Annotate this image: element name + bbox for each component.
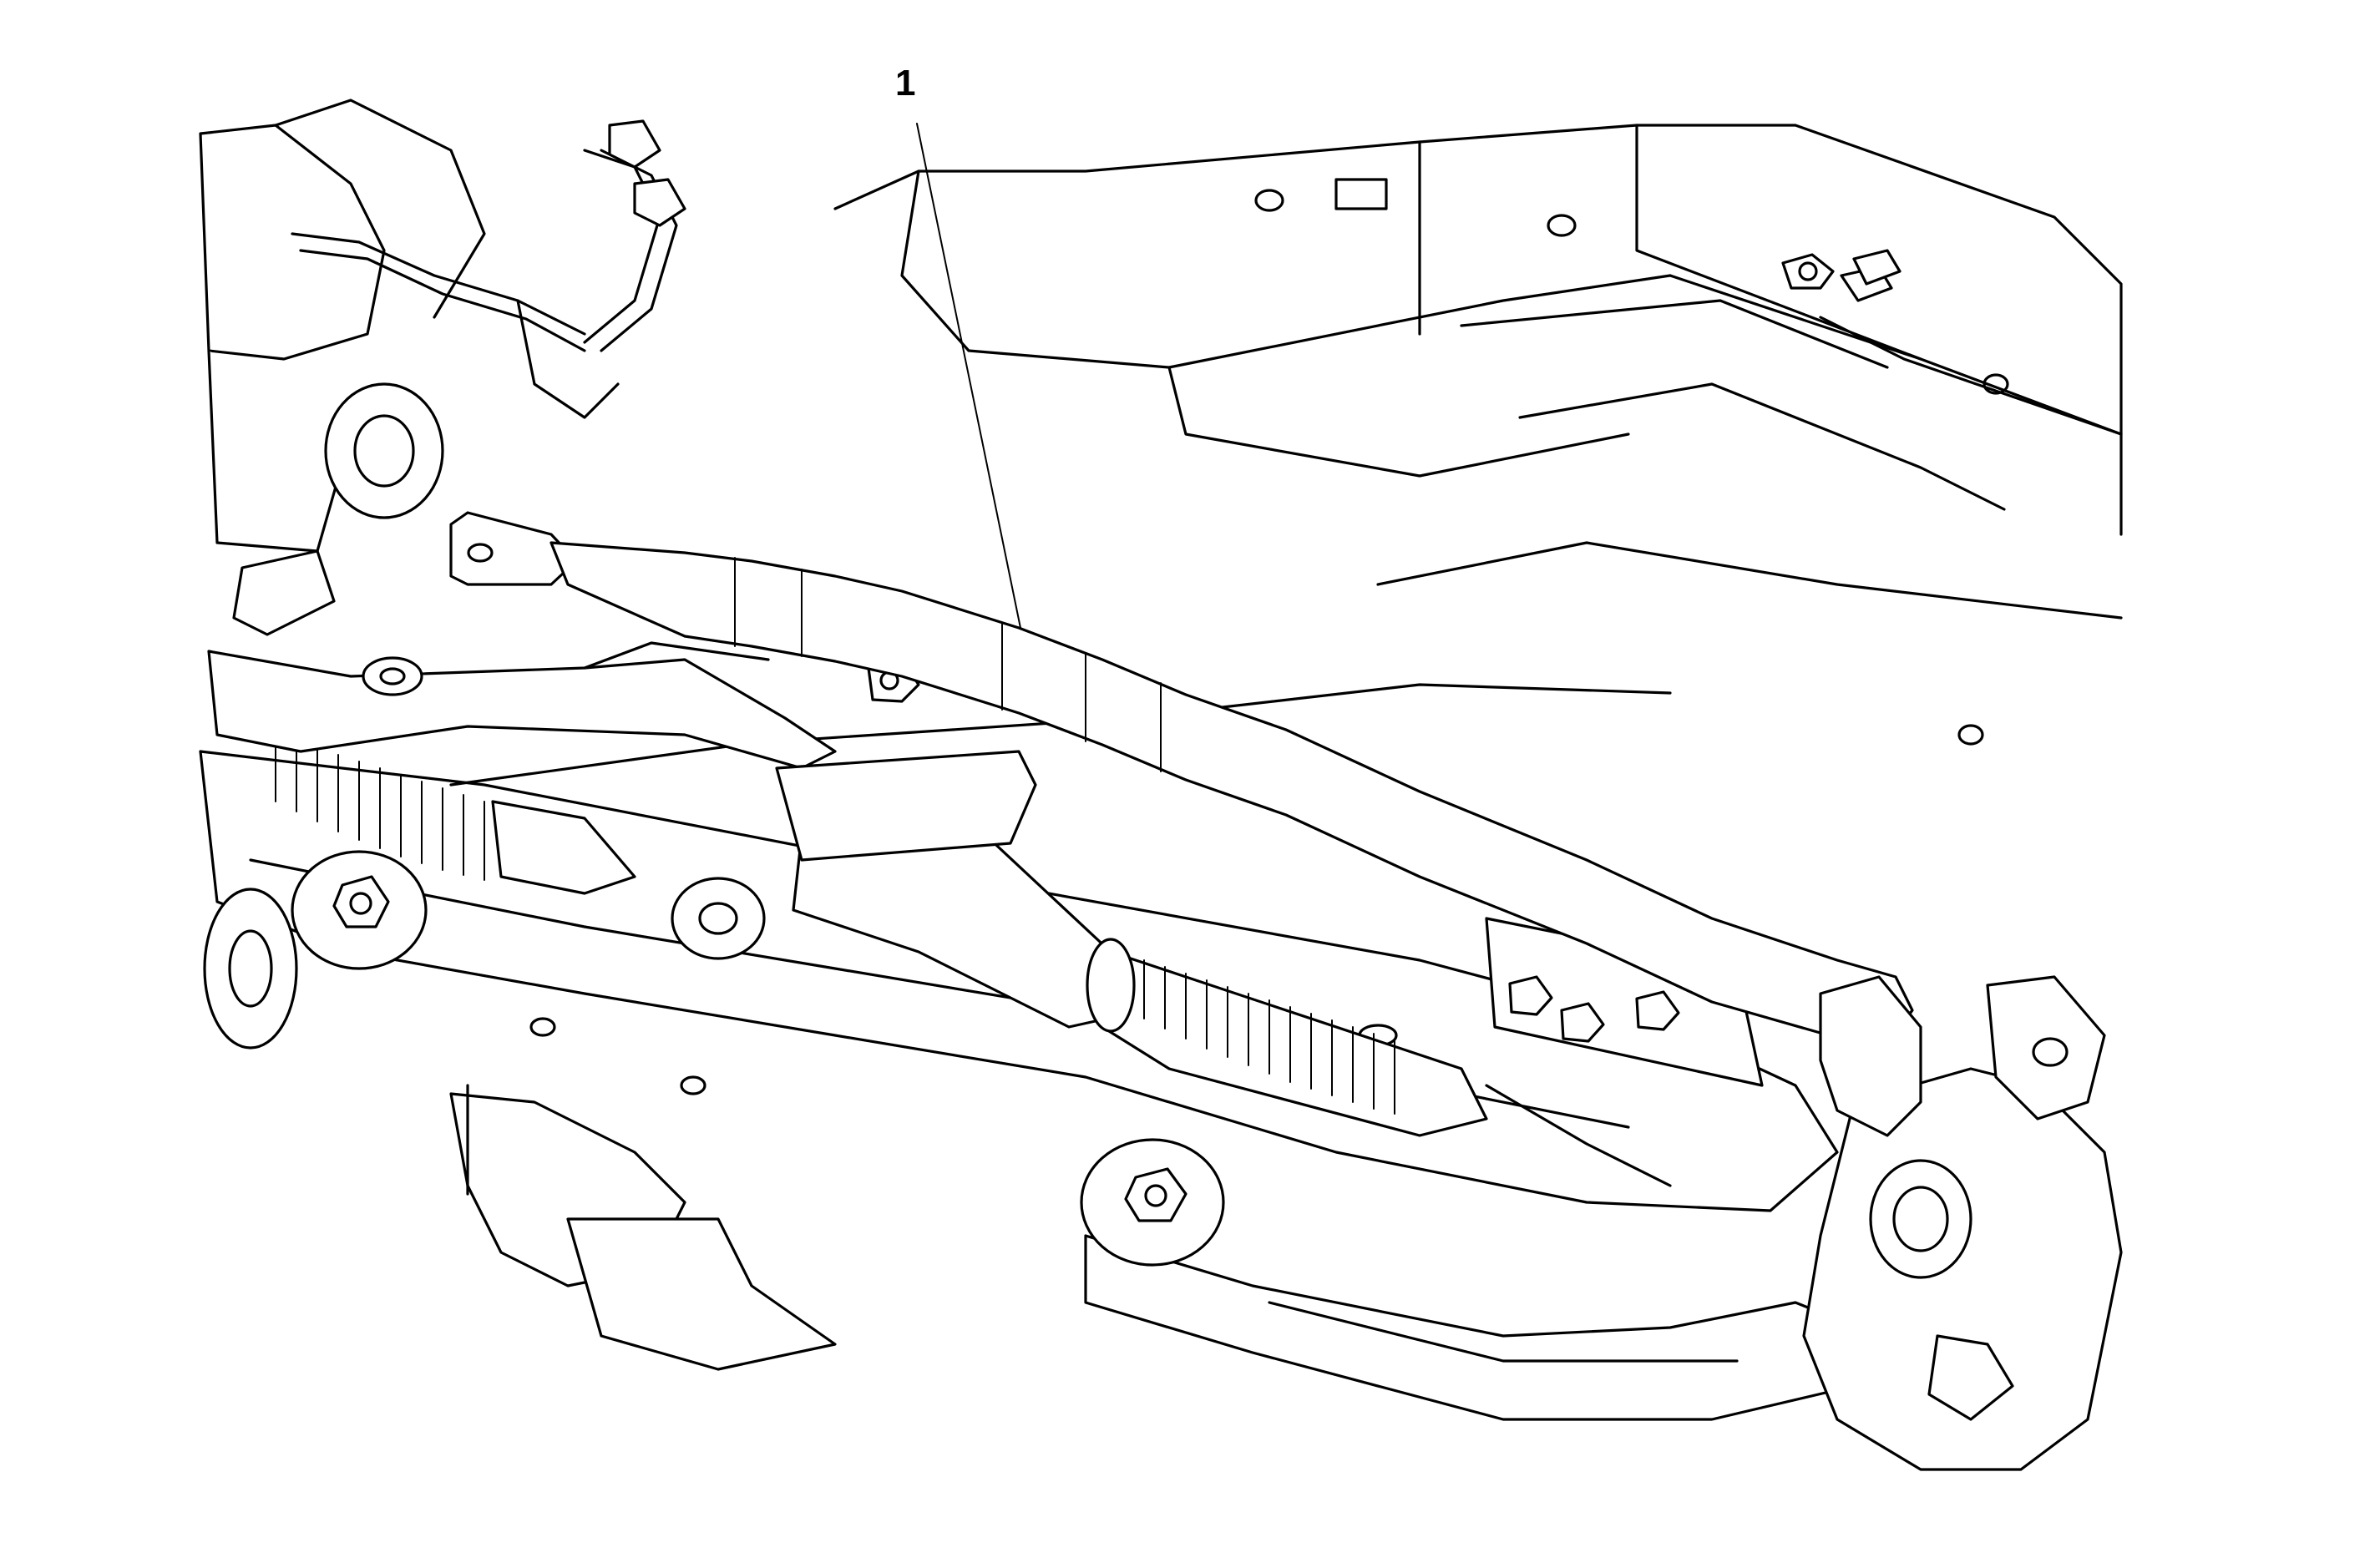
callout-1-label: 1: [895, 63, 916, 104]
bolt-group-upper-right: [1781, 249, 1901, 302]
lower-control-arm-right: [1084, 1234, 1881, 1421]
steering-gear-housing: [275, 734, 1672, 1187]
callout-1-leader-line: [916, 123, 1021, 629]
left-strut-assembly: [199, 99, 486, 1050]
wiring-harness: [291, 119, 686, 419]
body-floor-pan: [833, 124, 2123, 746]
lower-control-arm-left: [207, 641, 837, 770]
subframe-mount-center: [1080, 1138, 1225, 1267]
steering-knuckle-right: [1802, 975, 2123, 1471]
called-out-tube: [449, 511, 1922, 1137]
subframe-mount-left: [291, 850, 428, 970]
